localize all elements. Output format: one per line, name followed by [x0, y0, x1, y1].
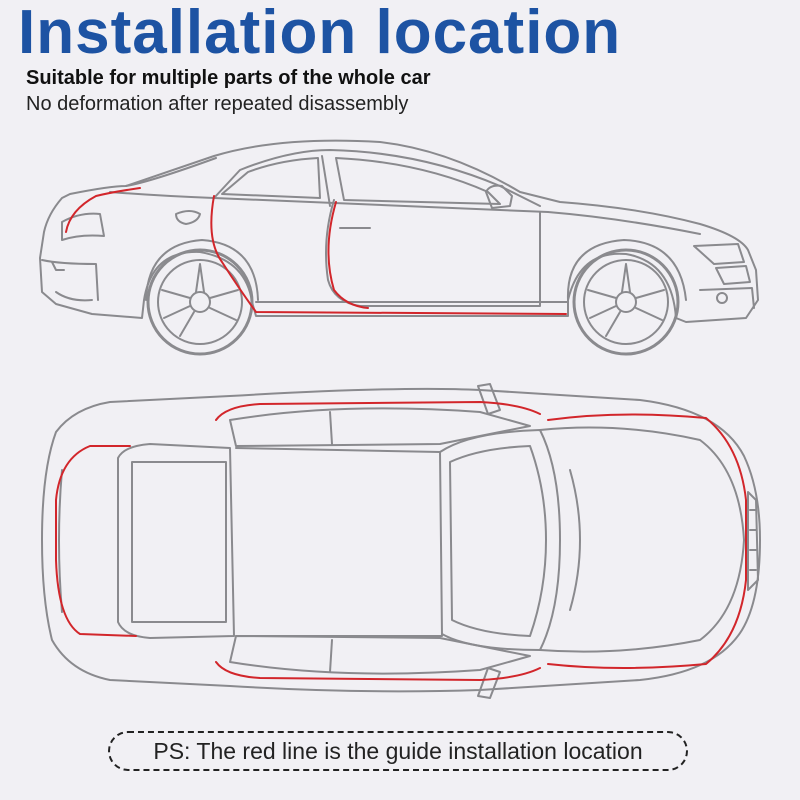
car-top-view — [41, 383, 761, 699]
guide-note-text: PS: The red line is the guide installati… — [153, 737, 643, 764]
side-rear-wheel — [146, 248, 254, 356]
side-front-wheel — [572, 248, 680, 356]
subtitle: No deformation after repeated disassembl… — [26, 93, 409, 115]
page-title: Installation location — [18, 0, 622, 67]
side-body-outline — [39, 139, 759, 323]
guide-note: PS: The red line is the guide installati… — [108, 731, 688, 771]
subtitle-bold: Suitable for multiple parts of the whole… — [26, 67, 431, 89]
side-guide-lines — [65, 187, 567, 315]
top-guide-lines — [55, 401, 747, 681]
